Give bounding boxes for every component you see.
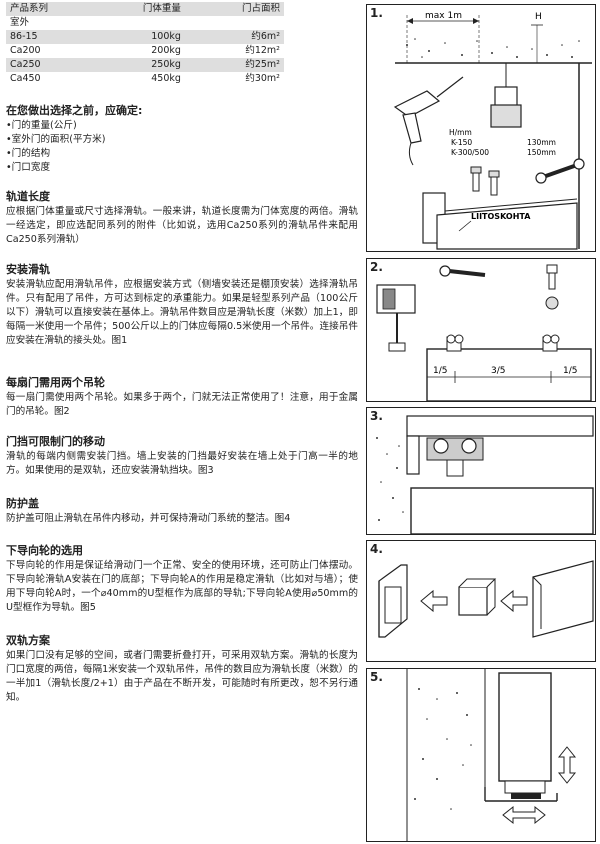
figure-number: 3. bbox=[370, 409, 383, 423]
intro-list: 门的重量(公斤) 室外门的面积(平方米) 门的结构 门口宽度 bbox=[6, 119, 358, 175]
wrench-icon bbox=[439, 265, 486, 277]
section-body: 防护盖可阻止滑轨在吊件内移动，并可保持滑动门系统的整洁。图4 bbox=[6, 513, 291, 524]
list-item: 门的结构 bbox=[6, 147, 358, 161]
section-heading: 每扇门需用两个吊轮 bbox=[6, 376, 105, 389]
k300-label: K-300/500 bbox=[451, 148, 489, 157]
figure-2: 1/5 3/5 1/5 2. bbox=[366, 258, 596, 402]
figure-number: 4. bbox=[370, 542, 383, 556]
section-body: 应根据门体重量或尺寸选择滑轨。一般来讲，轨道长度需为门体宽度的两倍。滑轨一经选定… bbox=[6, 206, 358, 245]
mm130-label: 130mm bbox=[527, 138, 556, 147]
cover-section: 防护盖 防护盖可阻止滑轨在吊件内移动，并可保持滑动门系统的整洁。图4 bbox=[6, 497, 358, 526]
figure-number: 2. bbox=[370, 260, 383, 274]
k150-label: K-150 bbox=[451, 138, 472, 147]
double-rail-section: 双轨方案 如果门口没有足够的空间，或者门需要折叠打开，可采用双轨方案。滑轨的长度… bbox=[6, 634, 358, 705]
rail-length-section: 轨道长度 应根据门体重量或尺寸选择滑轨。一般来讲，轨道长度需为门体宽度的两倍。滑… bbox=[6, 190, 358, 247]
dim-3-5: 3/5 bbox=[491, 366, 505, 376]
concrete-speckle bbox=[414, 688, 472, 810]
table-row: Ca250 250kg 约25m² bbox=[6, 58, 284, 72]
figure-3: 3. bbox=[366, 407, 596, 535]
table-header-cell: 门占面积 bbox=[200, 2, 284, 16]
table-header-cell: 门体重量 bbox=[89, 2, 201, 16]
table-header-cell: 产品系列 bbox=[6, 2, 90, 16]
intro-heading: 在您做出选择之前，应确定: bbox=[6, 104, 143, 117]
drill-icon bbox=[393, 76, 464, 166]
list-item: 门口宽度 bbox=[6, 161, 358, 175]
table-header-row: 产品系列 门体重量 门占面积 bbox=[6, 2, 284, 16]
guide-section: 下导向轮的选用 下导向轮的作用是保证给滑动门一个正常、安全的使用环境，还可防止门… bbox=[6, 544, 358, 615]
wrench-icon bbox=[535, 158, 585, 184]
figure-number: 5. bbox=[370, 670, 383, 684]
section-heading: 防护盖 bbox=[6, 497, 39, 510]
section-heading: 双轨方案 bbox=[6, 634, 50, 647]
dim-1-5-left: 1/5 bbox=[433, 366, 447, 376]
figure-1: max 1m H H/mm K-150 K-300/500 130mm 150m… bbox=[366, 4, 596, 252]
figure-3-drawing bbox=[369, 415, 594, 534]
table-cell: Ca450 bbox=[10, 73, 41, 84]
section-body: 滑轨的每端内侧需安装门挡。墙上安装的门挡最好安装在墙上处于门高一半的地方。如果使… bbox=[6, 451, 358, 476]
table-cell: Ca200 bbox=[10, 45, 41, 56]
intro-section: 在您做出选择之前，应确定: 门的重量(公斤) 室外门的面积(平方米) 门的结构 … bbox=[6, 104, 358, 175]
section-heading: 轨道长度 bbox=[6, 190, 50, 203]
concrete-speckle bbox=[406, 38, 580, 58]
two-hangers-section: 每扇门需用两个吊轮 每一扇门需使用两个吊轮。如果多于两个，门就无法正常使用了！注… bbox=[6, 376, 358, 419]
mm150-label: 150mm bbox=[527, 148, 556, 157]
table-cell: 约6m² bbox=[200, 30, 284, 44]
section-heading: 下导向轮的选用 bbox=[6, 544, 83, 557]
door-stop-section: 门挡可限制门的移动 滑轨的每端内侧需安装门挡。墙上安装的门挡最好安装在墙上处于门… bbox=[6, 435, 358, 478]
concrete-speckle bbox=[376, 437, 404, 521]
install-rail-section: 安装滑轨 安装滑轨应配用滑轨吊件，应根据安装方式（侧墙安装还是棚顶安装）选择滑轨… bbox=[6, 263, 358, 348]
table-cell: 约12m² bbox=[245, 45, 280, 56]
table-row: 86-15 100kg 约6m² bbox=[6, 30, 284, 44]
spec-table: 产品系列 门体重量 门占面积 室外 86-15 100kg 约6m² Ca200… bbox=[6, 2, 284, 86]
table-cell: 约25m² bbox=[200, 58, 284, 72]
table-row: 室外 bbox=[6, 16, 284, 30]
liitoskohta-label: LIITOSKOHTA bbox=[471, 212, 531, 221]
section-body: 安装滑轨应配用滑轨吊件，应根据安装方式（侧墙安装还是棚顶安装）选择滑轨吊件。只有… bbox=[6, 279, 358, 346]
table-cell: 250kg bbox=[89, 58, 201, 72]
figure-5: 5. bbox=[366, 668, 596, 842]
figure-2-drawing: 1/5 3/5 1/5 bbox=[376, 264, 592, 401]
section-heading: 门挡可限制门的移动 bbox=[6, 435, 105, 448]
table-row: Ca200 200kg 约12m² bbox=[6, 44, 284, 58]
section-body: 每一扇门需使用两个吊轮。如果多于两个，门就无法正常使用了！注意，用于金属门的吊轮… bbox=[6, 392, 358, 417]
section-body: 如果门口没有足够的空间，或者门需要折叠打开，可采用双轨方案。滑轨的长度为门口宽度… bbox=[6, 650, 358, 703]
table-cell: 约30m² bbox=[245, 73, 280, 84]
list-item: 门的重量(公斤) bbox=[6, 119, 358, 133]
table-cell: 100kg bbox=[89, 30, 201, 44]
table-cell: 86-15 bbox=[6, 30, 90, 44]
table-cell: Ca250 bbox=[6, 58, 90, 72]
hmm-label: H/mm bbox=[449, 128, 472, 137]
figure-number: 1. bbox=[370, 6, 383, 20]
figure-5-drawing bbox=[406, 669, 577, 841]
figure-1-drawing: max 1m H H/mm K-150 K-300/500 130mm 150m… bbox=[393, 11, 592, 250]
dim-h-label: H bbox=[535, 12, 542, 22]
figure-4: 4. bbox=[366, 540, 596, 662]
dim-1-5-right: 1/5 bbox=[563, 366, 577, 376]
dim-max-label: max 1m bbox=[425, 11, 462, 21]
table-cell: 200kg bbox=[151, 45, 181, 56]
list-item: 室外门的面积(平方米) bbox=[6, 133, 358, 147]
table-cell: 450kg bbox=[151, 73, 181, 84]
table-cell: 室外 bbox=[10, 17, 30, 28]
table-cell bbox=[201, 16, 284, 30]
table-cell bbox=[89, 16, 201, 30]
figure-4-drawing bbox=[378, 560, 594, 638]
section-heading: 安装滑轨 bbox=[6, 263, 50, 276]
section-body: 下导向轮的作用是保证给滑动门一个正常、安全的使用环境，还可防止门体摆动。下导向轮… bbox=[6, 560, 358, 613]
table-row: Ca450 450kg 约30m² bbox=[6, 72, 284, 86]
